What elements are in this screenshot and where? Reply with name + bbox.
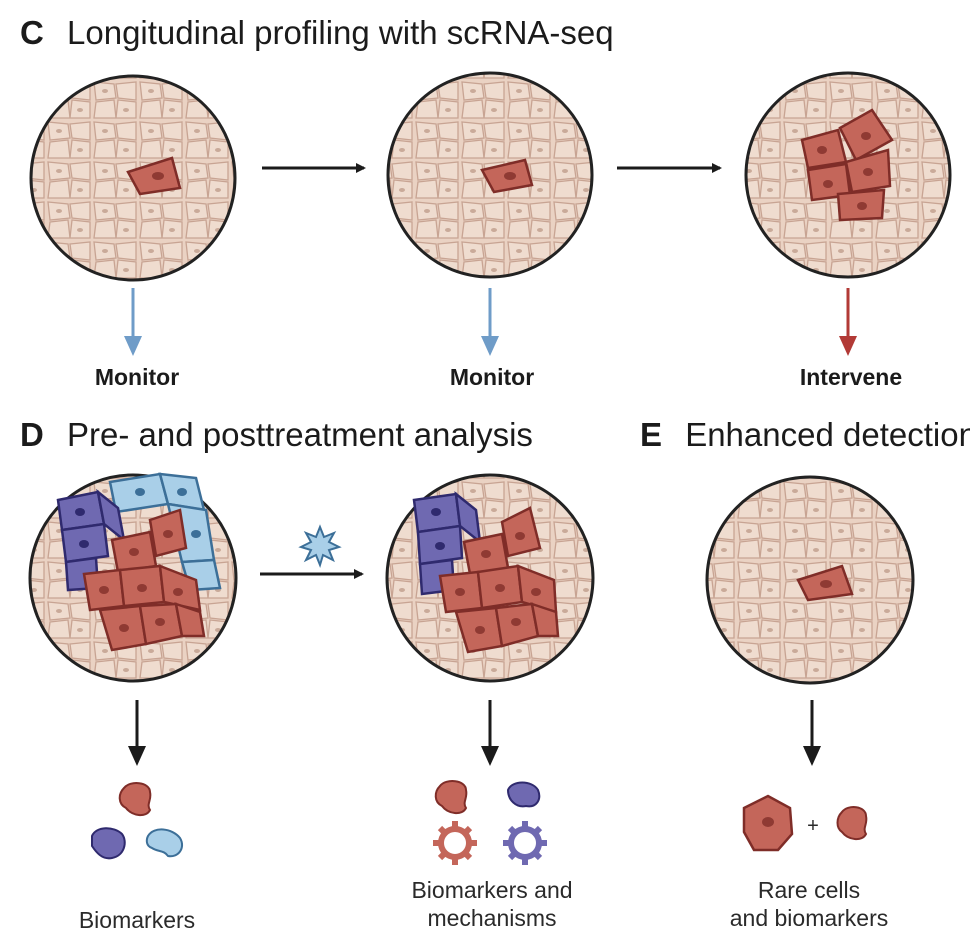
and-biomarkers-label: and biomarkers: [730, 905, 889, 931]
tissue-circle-c2: [386, 71, 594, 279]
treatment-star-icon: [298, 524, 342, 569]
mechanisms-label: mechanisms: [427, 905, 556, 931]
biomarker-arrow-2: [481, 700, 499, 766]
panel-c-letter: C: [20, 14, 44, 51]
red-biomarker-icon: [836, 806, 868, 840]
panel-c-title: Longitudinal profiling with scRNA-seq: [67, 14, 614, 51]
biomarkers-label: Biomarkers: [79, 907, 195, 933]
blue-biomarker-icon: [145, 828, 184, 858]
monitor-arrow-2: [481, 288, 499, 356]
tissue-circle-c1: [29, 74, 237, 282]
purple-mechanism-gear-icon: [503, 821, 547, 865]
panel-d-heading: D Pre- and posttreatment analysis: [20, 416, 533, 453]
panel-e: E Enhanced detection + Rare cells and bi…: [640, 416, 970, 931]
monitor-label-1: Monitor: [95, 364, 179, 390]
intervene-arrow: [839, 288, 857, 356]
panel-d-letter: D: [20, 416, 44, 453]
rare-cells-label: Rare cells: [758, 877, 860, 903]
panel-e-heading: E Enhanced detection: [640, 416, 970, 453]
panel-c-heading: C Longitudinal profiling with scRNA-seq: [20, 14, 614, 51]
purple-biomarker-icon: [506, 781, 541, 808]
pretreatment-circle: [28, 472, 238, 683]
intervene-label: Intervene: [800, 364, 902, 390]
plus-sign: +: [807, 815, 819, 837]
red-biomarker-icon: [434, 780, 468, 814]
monitor-label-2: Monitor: [450, 364, 534, 390]
panel-c: C Longitudinal profiling with scRNA-seq: [20, 14, 952, 390]
detection-arrow: [803, 700, 821, 766]
red-biomarker-icon: [118, 782, 152, 816]
biomarker-arrow-1: [128, 700, 146, 766]
detection-circle: [705, 475, 915, 685]
monitor-arrow-1: [124, 288, 142, 356]
panel-e-title: Enhanced detection: [685, 416, 970, 453]
biomarkers-and-label: Biomarkers and: [411, 877, 572, 903]
red-mechanism-gear-icon: [433, 821, 477, 865]
purple-biomarker-icon: [91, 827, 126, 860]
tissue-circle-c3: [744, 71, 952, 279]
panel-e-letter: E: [640, 416, 662, 453]
panel-d: D Pre- and posttreatment analysis: [20, 416, 595, 933]
posttreatment-circle: [385, 473, 595, 683]
panel-d-title: Pre- and posttreatment analysis: [67, 416, 533, 453]
